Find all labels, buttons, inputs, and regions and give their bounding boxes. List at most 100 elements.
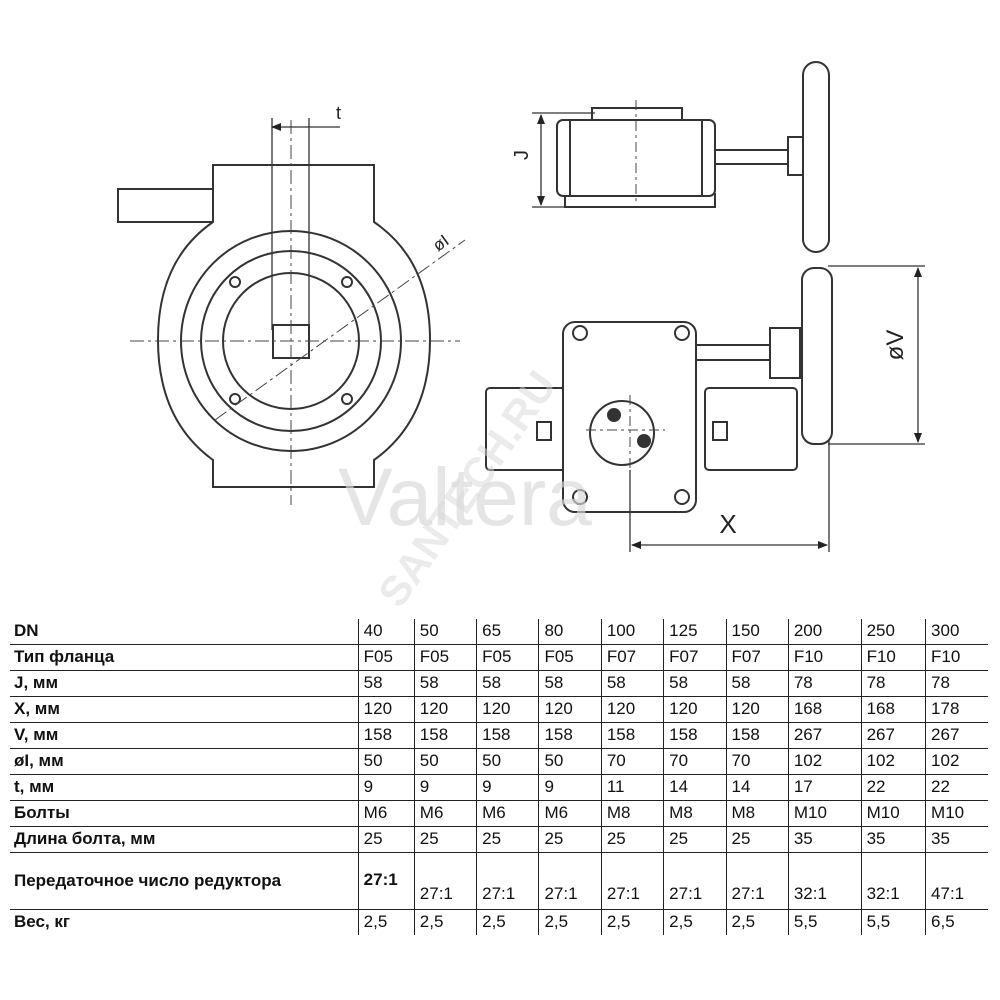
table-cell: M8 bbox=[725, 800, 789, 827]
table-cell: F07 bbox=[600, 644, 665, 671]
table-cell: 11 bbox=[600, 774, 665, 801]
j-dimension bbox=[532, 112, 595, 208]
table-cell: 120 bbox=[476, 696, 540, 723]
table-cell: 158 bbox=[725, 722, 789, 749]
table-cell: 78 bbox=[925, 670, 988, 697]
table-cell: M10 bbox=[925, 800, 988, 827]
table-cell: 2,5 bbox=[413, 909, 478, 935]
table-cell: M6 bbox=[357, 800, 415, 827]
table-cell: 125 bbox=[663, 619, 727, 645]
table-cell: 9 bbox=[538, 774, 602, 801]
table-cell: 35 bbox=[787, 826, 862, 853]
table-cell: 22 bbox=[925, 774, 988, 801]
table-cell: 5,5 bbox=[860, 909, 927, 935]
gearbox-centerlines bbox=[586, 395, 665, 470]
table-cell: 14 bbox=[725, 774, 789, 801]
table-cell: 168 bbox=[860, 696, 927, 723]
table-cell: 2,5 bbox=[357, 909, 415, 935]
gearbox-side-view bbox=[556, 61, 830, 253]
table-cell: 158 bbox=[600, 722, 665, 749]
table-cell: 58 bbox=[663, 670, 727, 697]
table-cell: F05 bbox=[413, 644, 478, 671]
flange-centerlines bbox=[130, 120, 466, 505]
table-cell: M6 bbox=[538, 800, 602, 827]
table-cell: 9 bbox=[476, 774, 540, 801]
table-cell: 2,5 bbox=[538, 909, 602, 935]
brand-watermark: Valtera bbox=[338, 452, 592, 543]
table-cell: 70 bbox=[600, 748, 665, 775]
table-cell: 25 bbox=[476, 826, 540, 853]
table-cell: 25 bbox=[538, 826, 602, 853]
table-cell: 27:1 bbox=[476, 852, 540, 910]
table-cell: 102 bbox=[787, 748, 862, 775]
table-cell: 27:1 bbox=[538, 852, 602, 910]
table-cell: 300 bbox=[925, 619, 988, 645]
table-cell: 120 bbox=[357, 696, 415, 723]
table-cell: 150 bbox=[725, 619, 789, 645]
x-dimension-label: X bbox=[719, 509, 736, 539]
table-cell: 25 bbox=[663, 826, 727, 853]
t-dimension-label: t bbox=[336, 103, 341, 123]
table-cell: 32:1 bbox=[787, 852, 862, 910]
table-cell: 9 bbox=[357, 774, 415, 801]
table-cell: 40 bbox=[357, 619, 415, 645]
table-cell: 2,5 bbox=[663, 909, 727, 935]
v-dimension-label: øV bbox=[882, 330, 909, 361]
table-cell: F05 bbox=[538, 644, 602, 671]
row-label: øI, мм bbox=[10, 748, 359, 775]
table-cell: 22 bbox=[860, 774, 927, 801]
table-cell: 35 bbox=[925, 826, 988, 853]
x-dimension bbox=[629, 440, 830, 552]
table-cell: 25 bbox=[357, 826, 415, 853]
table-cell: M6 bbox=[476, 800, 540, 827]
table-cell: 120 bbox=[413, 696, 478, 723]
table-cell: 27:1 bbox=[600, 852, 665, 910]
row-label: t, мм bbox=[10, 774, 359, 801]
table-cell: M10 bbox=[860, 800, 927, 827]
table-cell: 25 bbox=[600, 826, 665, 853]
table-cell: 70 bbox=[725, 748, 789, 775]
table-cell: 78 bbox=[787, 670, 862, 697]
table-cell: 58 bbox=[357, 670, 415, 697]
table-cell: 70 bbox=[663, 748, 727, 775]
row-label: J, мм bbox=[10, 670, 359, 697]
table-cell: 27:1 bbox=[725, 852, 789, 910]
table-cell: 158 bbox=[476, 722, 540, 749]
table-cell: 58 bbox=[725, 670, 789, 697]
table-cell: 102 bbox=[860, 748, 927, 775]
table-cell: 27:1 bbox=[663, 852, 727, 910]
table-cell: F10 bbox=[925, 644, 988, 671]
t-dimension bbox=[271, 118, 340, 330]
table-cell: 200 bbox=[787, 619, 862, 645]
table-cell: 25 bbox=[725, 826, 789, 853]
table-cell: 35 bbox=[860, 826, 927, 853]
row-label: Болты bbox=[10, 800, 359, 827]
table-cell: 50 bbox=[538, 748, 602, 775]
table-cell: 27:1 bbox=[413, 852, 478, 910]
table-cell: 267 bbox=[925, 722, 988, 749]
table-cell: 5,5 bbox=[787, 909, 862, 935]
table-cell: 27:1 bbox=[357, 852, 415, 910]
flange-view bbox=[117, 164, 432, 488]
table-cell: M10 bbox=[787, 800, 862, 827]
table-cell: 267 bbox=[787, 722, 862, 749]
row-label: Передаточное число редуктора bbox=[10, 852, 359, 910]
table-cell: 58 bbox=[538, 670, 602, 697]
table-cell: 50 bbox=[413, 619, 478, 645]
table-cell: 2,5 bbox=[600, 909, 665, 935]
table-cell: 47:1 bbox=[925, 852, 988, 910]
table-cell: F05 bbox=[476, 644, 540, 671]
row-label: X, мм bbox=[10, 696, 359, 723]
table-cell: 120 bbox=[538, 696, 602, 723]
table-cell: 58 bbox=[413, 670, 478, 697]
table-cell: 58 bbox=[476, 670, 540, 697]
